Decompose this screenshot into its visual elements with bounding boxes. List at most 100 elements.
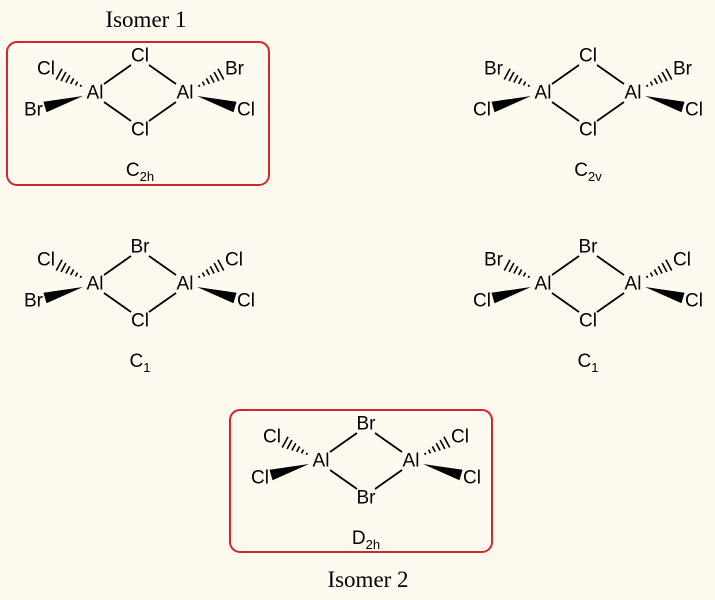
hash-segment xyxy=(423,452,427,456)
hash-segment xyxy=(60,71,67,82)
ring-bond xyxy=(103,255,132,276)
hash-segment xyxy=(665,68,673,80)
hash-segment xyxy=(217,259,225,271)
hash-segment xyxy=(74,81,79,86)
terminal-atom-right-back: Cl xyxy=(225,250,243,271)
hash-segment xyxy=(657,265,663,274)
isomer-1-highlight-box xyxy=(6,41,270,186)
metal-atom-right: Al xyxy=(177,83,194,104)
terminal-atom-left-back: Cl xyxy=(37,59,55,80)
ring-bond xyxy=(596,255,625,276)
hash-segment xyxy=(201,81,206,86)
hash-segment xyxy=(657,74,663,83)
bridging-atom-top: Cl xyxy=(579,46,597,67)
wedge-bond xyxy=(43,287,83,304)
ring-bond xyxy=(329,432,358,453)
hash-segment xyxy=(645,84,649,88)
hash-segment xyxy=(74,272,79,277)
metal-atom-left: Al xyxy=(535,274,552,295)
ring-bond xyxy=(103,292,132,313)
point-group-main: C xyxy=(130,351,144,372)
ring-bond xyxy=(374,469,403,490)
point-group-label: C2v xyxy=(574,160,602,184)
bridging-atom-top: Br xyxy=(131,237,151,258)
point-group-subscript: 2h xyxy=(140,169,154,184)
hashed-bond xyxy=(645,68,673,88)
hash-segment xyxy=(661,262,668,273)
terminal-atom-left-back: Cl xyxy=(37,250,55,271)
hashed-bond xyxy=(645,259,673,279)
hashed-bond xyxy=(281,436,309,456)
hash-segment xyxy=(65,265,71,274)
hash-segment xyxy=(508,262,515,273)
metal-atom-left: Al xyxy=(87,83,104,104)
wedge-bond xyxy=(197,96,237,113)
hash-segment xyxy=(665,259,673,271)
wedge-bond xyxy=(269,464,309,481)
point-group-label: C2h xyxy=(126,160,154,184)
wedge-bond xyxy=(491,287,531,304)
bridging-atom-bottom: Br xyxy=(357,488,377,509)
terminal-atom-right-back: Br xyxy=(673,59,693,80)
ring-bond xyxy=(103,101,132,122)
hash-segment xyxy=(645,275,649,279)
hash-segment xyxy=(431,446,437,453)
hash-segment xyxy=(513,74,519,83)
wedge-bond xyxy=(197,287,237,304)
hash-segment xyxy=(291,442,297,451)
hash-segment xyxy=(55,68,63,80)
hash-segment xyxy=(503,259,511,271)
hash-segment xyxy=(661,71,668,82)
hash-segment xyxy=(213,71,220,82)
terminal-atom-right-front: Cl xyxy=(685,100,703,121)
terminal-atom-right-back: Cl xyxy=(673,250,691,271)
bridging-atom-bottom: Cl xyxy=(131,120,149,141)
hashed-bond xyxy=(197,68,225,88)
bridging-atom-top: Cl xyxy=(131,46,149,67)
hash-segment xyxy=(653,269,659,276)
point-group-subscript: 1 xyxy=(143,360,150,375)
ring-bond xyxy=(148,292,177,313)
terminal-atom-left-front: Br xyxy=(24,291,44,312)
metal-atom-right: Al xyxy=(403,451,420,472)
terminal-atom-right-back: Br xyxy=(225,59,245,80)
isomer-2-highlight-box xyxy=(229,409,493,553)
hash-segment xyxy=(527,275,531,279)
terminal-atom-right-front: Cl xyxy=(463,468,481,489)
ring-bond xyxy=(329,469,358,490)
hash-segment xyxy=(286,439,293,450)
ring-bond xyxy=(596,292,625,313)
wedge-bond xyxy=(645,287,685,304)
bridging-atom-top: Br xyxy=(357,414,377,435)
hash-segment xyxy=(517,78,523,85)
terminal-atom-left-front: Cl xyxy=(473,291,491,312)
hash-segment xyxy=(197,84,201,88)
hash-segment xyxy=(427,449,432,454)
ring-bond xyxy=(374,432,403,453)
hash-segment xyxy=(295,446,301,453)
hash-segment xyxy=(443,436,451,448)
hash-segment xyxy=(213,262,220,273)
ring-bond xyxy=(103,64,132,85)
bridging-atom-bottom: Cl xyxy=(579,311,597,332)
hash-segment xyxy=(522,81,527,86)
hash-segment xyxy=(439,439,446,450)
hash-segment xyxy=(305,452,309,456)
bridging-atom-bottom: Cl xyxy=(131,311,149,332)
hashed-bond xyxy=(197,259,225,279)
hashed-bond xyxy=(55,68,83,88)
hash-segment xyxy=(60,262,67,273)
hash-segment xyxy=(517,269,523,276)
hashed-bond xyxy=(503,68,531,88)
ring-bond xyxy=(148,64,177,85)
hash-segment xyxy=(527,84,531,88)
hashed-bond xyxy=(423,436,451,456)
hash-segment xyxy=(205,269,211,276)
hash-segment xyxy=(55,259,63,271)
hash-segment xyxy=(69,269,75,276)
